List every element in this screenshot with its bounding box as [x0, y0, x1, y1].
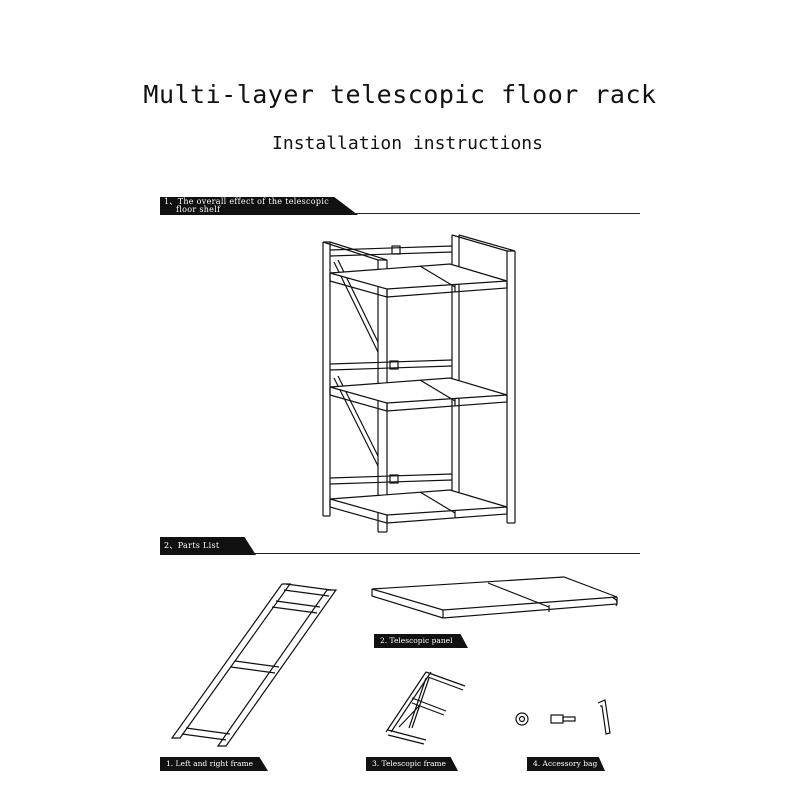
part-accessory-label: 4. Accessory bag [527, 757, 605, 771]
document-subtitle: Installation instructions [272, 133, 543, 154]
section-overall-label-line2: floor shelf [176, 205, 221, 214]
section-overall-label: 1、The overall effect of the telescopic f… [164, 198, 329, 214]
section-parts-tab [160, 537, 256, 555]
section-overall-label-line1: 1、The overall effect of the telescopic [164, 197, 329, 206]
part-telescopic-frame-label-text: 3. Telescopic frame [372, 759, 446, 768]
rack-telescopic-bars [329, 245, 453, 485]
bolt-icon [550, 714, 576, 724]
section-overall-rule [350, 213, 640, 214]
section-overall-header: 1、The overall effect of the telescopic f… [160, 197, 640, 215]
rack-shelf-top [329, 263, 508, 298]
washer-icon [515, 712, 529, 726]
rack-top-side-rails [322, 234, 516, 261]
allen-key-icon [597, 699, 611, 735]
part-panel-label-text: 2. Telescopic panel [380, 636, 453, 645]
part-panel-label: 2. Telescopic panel [374, 634, 468, 648]
section-parts-label: 2、Parts List [164, 541, 220, 550]
document-title: Multi-layer telescopic floor rack [143, 80, 657, 109]
rack-shelf-bottom [329, 489, 508, 524]
part-frame-label: 1. Left and right frame [160, 757, 268, 771]
rack-front-right-post [506, 251, 516, 524]
part-frame-label-text: 1. Left and right frame [166, 759, 254, 768]
part-telescopic-frame-label: 3. Telescopic frame [366, 757, 458, 771]
rack-back-left-post [322, 241, 331, 517]
section-parts-rule [252, 553, 640, 554]
part-accessory-label-text: 4. Accessory bag [533, 759, 598, 768]
rack-shelf-middle [329, 377, 508, 412]
section-parts-header: 2、Parts List [160, 537, 640, 555]
section-overall-tab [160, 197, 358, 215]
